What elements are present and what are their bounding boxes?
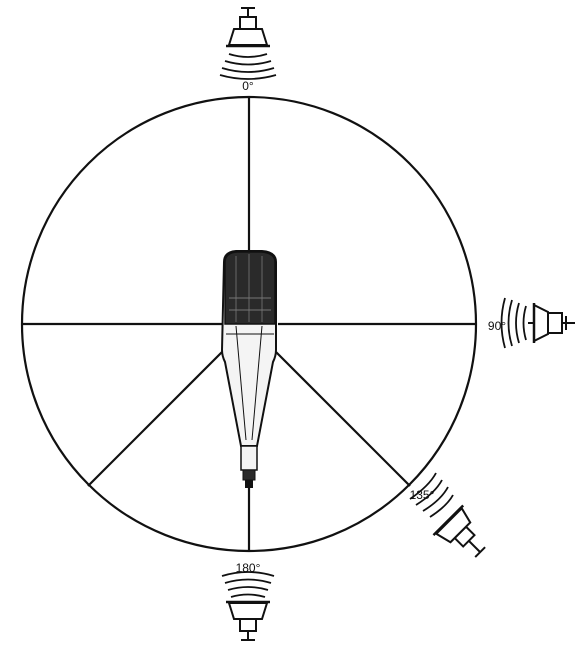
sound-waves-180: [222, 572, 274, 597]
angle-label-135: 135°: [410, 488, 435, 502]
speaker-icon-0: [226, 8, 270, 46]
microphone-connector: [241, 446, 257, 470]
speaker-icon-180: [226, 602, 270, 640]
spoke-225: [88, 352, 222, 486]
angle-label-90: 90°: [488, 319, 506, 333]
microphone-grille: [225, 252, 275, 324]
speaker-icon-90: [528, 303, 575, 343]
angle-label-180: 180°: [236, 561, 261, 575]
sound-waves-0: [220, 54, 276, 79]
spoke-135: [276, 352, 410, 486]
angle-label-0: 0°: [242, 79, 254, 93]
speaker-icon-135: [433, 505, 495, 567]
microphone-icon: [222, 251, 276, 488]
